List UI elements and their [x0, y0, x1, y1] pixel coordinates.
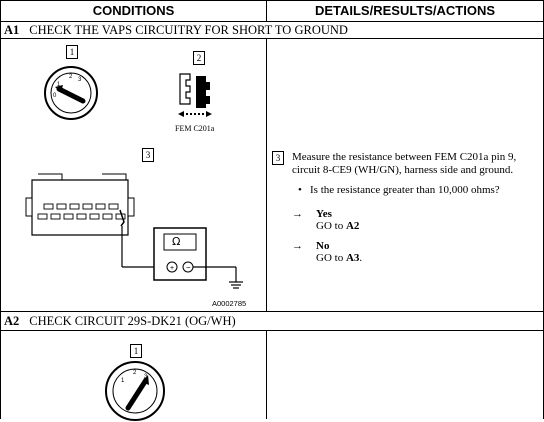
wiring-diagram: + − [25, 173, 243, 289]
yes-action: GO to A2 [316, 220, 359, 233]
yes-label: Yes [316, 208, 332, 220]
yes-action-prefix: GO to [316, 220, 346, 232]
yes-target-link[interactable]: A2 [345, 220, 360, 232]
a2-ignition-switch-icon: 1 2 3 [105, 361, 165, 421]
section-a2-divider [0, 330, 544, 331]
section-a1-title: CHECK THE VAPS CIRCUITRY FOR SHORT TO GR… [29, 23, 348, 37]
step-3-callout: 3 [272, 151, 284, 165]
svg-text:3: 3 [144, 374, 148, 380]
svg-text:3: 3 [78, 77, 82, 83]
step-3-instruction-line-1: Measure the resistance between FEM C201a… [292, 151, 517, 163]
callout-1: 1 [66, 45, 78, 59]
callout-3: 3 [142, 148, 154, 162]
table-border-left [0, 0, 1, 419]
header-divider [0, 21, 544, 22]
no-target-link[interactable]: A3 [345, 252, 360, 264]
column-divider-a2 [266, 330, 267, 419]
no-label: No [316, 240, 330, 252]
no-action-prefix: GO to [316, 252, 346, 264]
details-header: DETAILS/RESULTS/ACTIONS [314, 3, 496, 18]
connector-label: FEM C201a [175, 124, 215, 133]
yes-arrow: → [292, 208, 303, 220]
section-a1-id: A1 [4, 23, 20, 37]
step-3-question: Is the resistance greater than 10,000 oh… [310, 184, 500, 196]
no-action: GO to A3. [316, 252, 362, 265]
table-border-top [0, 0, 544, 1]
conditions-header: CONDITIONS [92, 3, 175, 18]
connector-icon [178, 73, 212, 117]
section-a1-divider [0, 38, 544, 39]
column-divider-a1 [266, 38, 267, 312]
section-a2-id: A2 [4, 314, 20, 328]
svg-text:1: 1 [121, 378, 125, 384]
section-a2-row: A2 CHECK CIRCUIT 29S-DK21 (OG/WH) [4, 312, 236, 330]
section-a2-title: CHECK CIRCUIT 29S-DK21 (OG/WH) [29, 314, 236, 328]
a2-callout-1: 1 [130, 344, 142, 358]
svg-text:0: 0 [53, 93, 57, 99]
section-a1-row: A1 CHECK THE VAPS CIRCUITRY FOR SHORT TO … [4, 21, 348, 39]
no-arrow: → [292, 240, 303, 252]
svg-text:+: + [170, 265, 174, 272]
column-divider-header [266, 0, 267, 22]
illustration-code: A0002785 [212, 299, 247, 308]
no-action-suffix: . [359, 252, 363, 264]
question-bullet: • [298, 184, 302, 196]
svg-text:2: 2 [69, 74, 73, 80]
svg-text:−: − [186, 263, 191, 272]
svg-text:2: 2 [133, 370, 137, 376]
step-3-instruction-line-2: circuit 8-CE9 (WH/GN), harness side and … [292, 164, 514, 176]
section-a2-top-divider [0, 311, 544, 312]
callout-2: 2 [193, 51, 205, 65]
svg-text:1: 1 [57, 82, 61, 88]
ignition-switch-icon: 1 2 3 0 [44, 66, 98, 120]
ohm-symbol: Ω [172, 235, 181, 248]
